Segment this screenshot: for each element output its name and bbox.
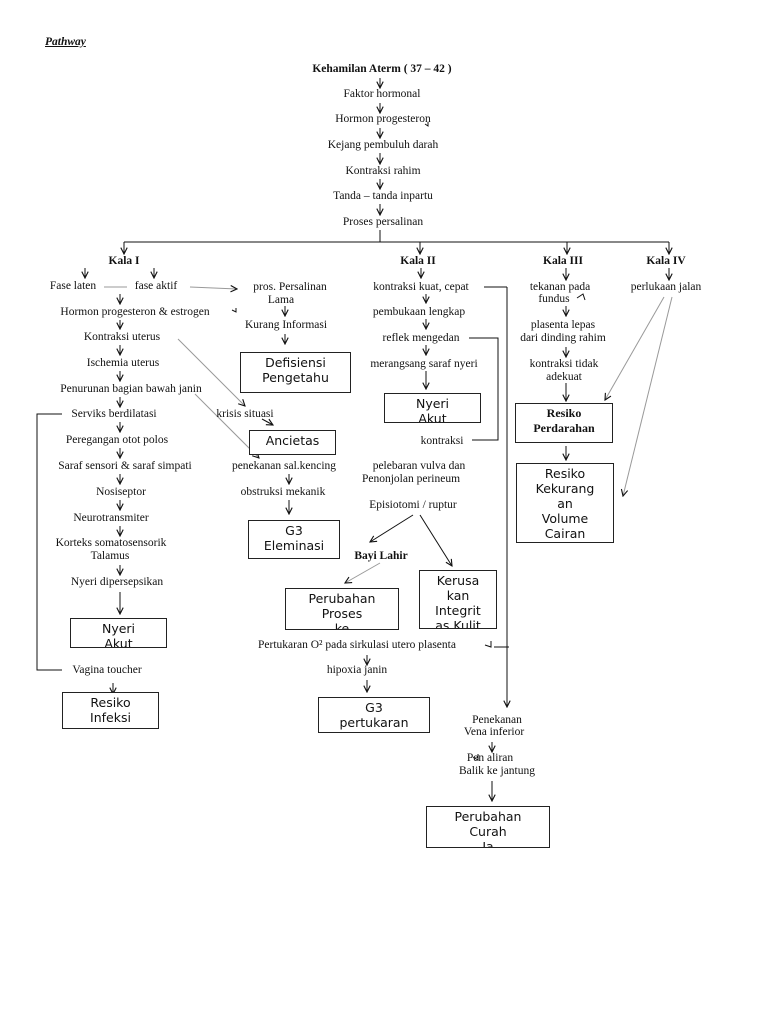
node-kontraksi-uterus: Kontraksi uterus [83, 331, 161, 343]
node-balik-ke-jantung: Balik ke jantung [458, 765, 536, 777]
node-korteks: Korteks somatosensorik [55, 537, 167, 549]
node-peregangan-otot: Peregangan otot polos [65, 434, 169, 446]
node-fase-laten: Fase laten [49, 280, 97, 292]
node-vena-inferior: Vena inferior [463, 726, 525, 738]
node-serviks-berdilatasi: Serviks berdilatasi [71, 408, 157, 420]
node-kontraksi: kontraksi [420, 435, 464, 447]
node-kurang-informasi: Kurang Informasi [244, 319, 328, 331]
node-nosiseptor: Nosiseptor [96, 486, 146, 498]
header-kala-1: Kala I [108, 255, 140, 267]
node-pelebaran-vulva: pelebaran vulva dan [372, 460, 466, 472]
node-kontraksi-kuat: kontraksi kuat, cepat [373, 281, 469, 293]
node-dari-dinding-rahim: dari dinding rahim [520, 332, 606, 344]
node-proses-persalinan: Proses persalinan [342, 216, 424, 228]
node-vagina-toucher: Vagina toucher [72, 664, 142, 676]
node-nyeri-dipersepsikan: Nyeri dipersepsikan [70, 576, 164, 588]
node-penonjolan-perineum: Penonjolan perineum [361, 473, 461, 485]
node-pertukaran-o2: Pertukaran O² pada sirkulasi utero plase… [258, 639, 456, 651]
header-kala-2: Kala II [400, 255, 436, 267]
node-penurunan-janin: Penurunan bagian bawah janin [60, 383, 202, 395]
node-fundus: fundus [538, 293, 570, 305]
node-saraf-sensori: Saraf sensori & saraf simpati [58, 460, 192, 472]
node-kejang-pembuluh-darah: Kejang pembuluh darah [327, 139, 439, 151]
node-kontraksi-tidak: kontraksi tidak [529, 358, 599, 370]
node-kontraksi-rahim: Kontraksi rahim [345, 165, 421, 177]
node-tanda-inpartu: Tanda – tanda inpartu [333, 190, 433, 202]
diagram-title: Pathway [45, 36, 86, 48]
node-ischemia-uterus: Ischemia uterus [86, 357, 160, 369]
node-reflek-mengedan: reflek mengedan [382, 332, 460, 344]
node-adekuat: adekuat [546, 371, 582, 383]
node-faktor-hormonal: Faktor hormonal [343, 88, 421, 100]
node-pros-persalinan: pros. Persalinan [253, 281, 327, 293]
node-obstruksi-mekanik: obstruksi mekanik [240, 486, 326, 498]
node-kehamilan-aterm: Kehamilan Aterm ( 37 – 42 ) [312, 63, 452, 75]
header-kala-3: Kala III [543, 255, 583, 267]
node-hormon-progesteron: Hormon progesteron [335, 113, 431, 125]
node-plasenta-lepas: plasenta lepas [530, 319, 596, 331]
node-hipoxia-janin: hipoxia janin [326, 664, 388, 676]
node-pembukaan-lengkap: pembukaan lengkap [372, 306, 466, 318]
header-kala-4: Kala IV [646, 255, 686, 267]
node-neurotransmiter: Neurotransmiter [73, 512, 149, 524]
node-perlukaan-jalan: perlukaan jalan [630, 281, 702, 293]
node-penekanan-sal-kencing: penekanan sal.kencing [231, 460, 337, 472]
tick-hormon [424, 122, 429, 127]
node-episiotomi: Episiotomi / ruptur [369, 499, 457, 511]
node-lama: Lama [267, 294, 295, 306]
node-talamus: Talamus [90, 550, 130, 562]
node-krisis-situasi: krisis situasi [216, 408, 274, 420]
node-pen-aliran: Pen aliran [466, 752, 514, 764]
node-fase-aktif: fase aktif [134, 280, 178, 292]
node-hormon-estrogen: Hormon progesteron & estrogen [60, 306, 210, 318]
box-ancietas: Ancietas [249, 430, 336, 455]
node-merangsang-saraf: merangsang saraf nyeri [370, 358, 478, 370]
node-bayi-lahir: Bayi Lahir [354, 550, 408, 562]
node-tekanan-pada: tekanan pada [529, 281, 591, 293]
node-penekanan: Penekanan [472, 714, 522, 726]
